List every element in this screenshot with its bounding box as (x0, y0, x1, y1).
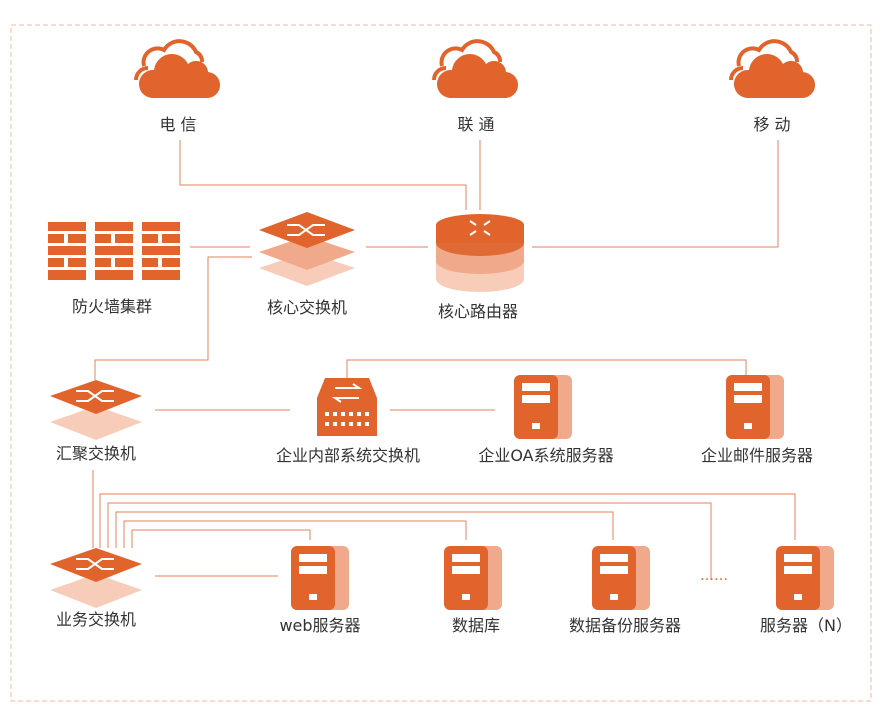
internal-switch-label: 企业内部系统交换机 (275, 446, 421, 465)
server-icon (514, 375, 572, 439)
link-internal-mail (346, 359, 747, 378)
link-business-backup (115, 511, 614, 548)
link-business-serverN2 (107, 502, 712, 580)
cloud-label-unicom: 联 通 (457, 115, 495, 134)
link-business-db (123, 520, 467, 548)
firewall-icon (48, 222, 180, 280)
server-icon (592, 546, 650, 610)
web-server-label: web服务器 (279, 616, 361, 635)
internal-switch-icon (317, 378, 377, 436)
database-label: 数据库 (451, 616, 501, 635)
switch-icon (50, 548, 142, 608)
link-telecom-router (179, 140, 467, 210)
server-n-label: 服务器（N） (760, 616, 852, 635)
mail-server-label: 企业邮件服务器 (700, 446, 814, 465)
oa-server-label: 企业OA系统服务器 (478, 446, 614, 465)
cloud-icon (432, 39, 519, 99)
backup-server-label: 数据备份服务器 (568, 616, 682, 635)
link-business-serverN (99, 493, 796, 548)
cloud-icon (729, 39, 816, 99)
router-icon (436, 214, 524, 292)
server-icon (444, 546, 502, 610)
server-icon (726, 375, 784, 439)
switch-icon (259, 212, 355, 286)
core-router-label: 核心路由器 (437, 302, 519, 321)
server-icon (776, 546, 834, 610)
more-servers-ellipsis: …… (700, 568, 728, 584)
switch-icon (50, 380, 142, 440)
firewall-cluster-label: 防火墙集群 (71, 297, 153, 316)
cloud-icon (134, 39, 221, 99)
cloud-label-mobile: 移 动 (753, 115, 791, 134)
business-switch-label: 业务交换机 (55, 610, 137, 629)
link-business-web2 (131, 529, 311, 548)
cloud-label-telecom: 电 信 (159, 115, 197, 134)
link-coreswitch-aggswitch (94, 256, 252, 380)
core-switch-label: 核心交换机 (266, 298, 348, 317)
aggregation-switch-label: 汇聚交换机 (55, 444, 137, 463)
link-mobile-router (532, 140, 779, 248)
server-icon (291, 546, 349, 610)
